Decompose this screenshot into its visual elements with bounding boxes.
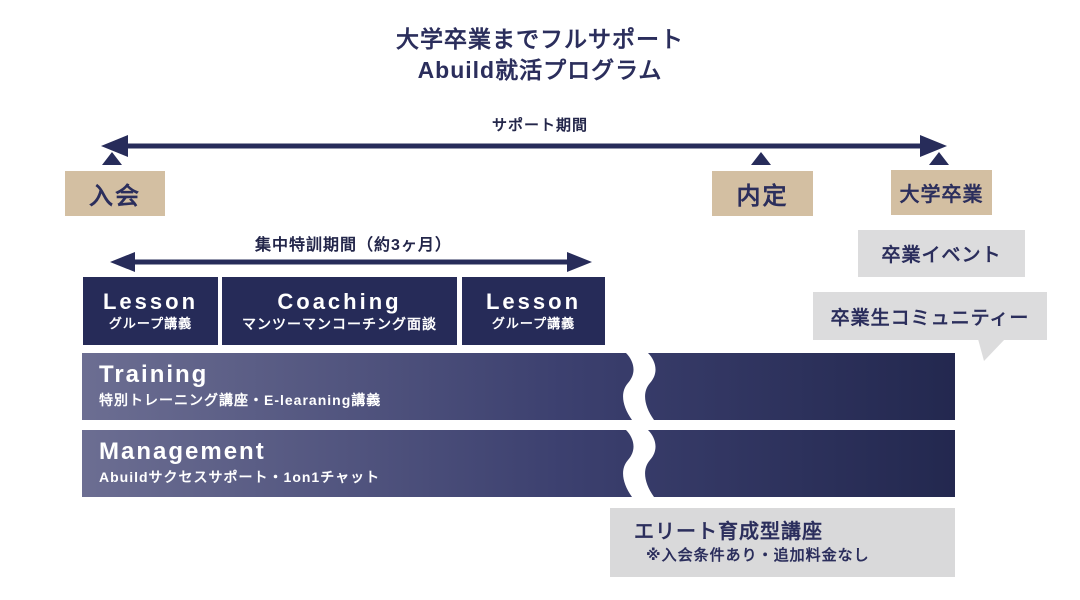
arrowhead-right-icon bbox=[567, 252, 592, 272]
training-title: Training bbox=[99, 361, 209, 388]
graduate-community-box: 卒業生コミュニティー bbox=[813, 292, 1047, 340]
elite-course-title: エリート育成型講座 bbox=[634, 521, 823, 543]
training-subtitle: 特別トレーニング講座・E-learaning講義 bbox=[99, 392, 382, 408]
phase-coaching: Coaching マンツーマンコーチング面談 bbox=[222, 277, 457, 345]
intensive-period-label: 集中特訓期間（約3ヶ月） bbox=[255, 237, 452, 254]
page-title: 大学卒業までフルサポート Abuild就活プログラム bbox=[0, 24, 1080, 86]
management-title: Management bbox=[99, 438, 266, 465]
title-line-2: Abuild就活プログラム bbox=[417, 57, 663, 83]
timeline-marker-offer-icon bbox=[751, 152, 771, 165]
graduation-event-label: 卒業イベント bbox=[881, 245, 1002, 266]
arrowhead-left-icon bbox=[101, 135, 128, 157]
milestone-join: 入会 bbox=[65, 171, 165, 216]
elite-course-box: エリート育成型講座 ※入会条件あり・追加料金なし bbox=[610, 508, 955, 577]
phase-row: Lesson グループ講義 Coaching マンツーマンコーチング面談 Les… bbox=[83, 277, 605, 345]
training-bar-text: Training 特別トレーニング講座・E-learaning講義 bbox=[99, 361, 381, 411]
support-period-arrow bbox=[101, 135, 947, 157]
management-bar-text: Management Abuildサクセスサポート・1on1チャット bbox=[99, 438, 380, 488]
phase-subtitle: グループ講義 bbox=[491, 316, 576, 331]
speech-bubble-tail-icon bbox=[978, 339, 1005, 361]
milestone-graduation: 大学卒業 bbox=[891, 170, 992, 215]
graduate-community-label: 卒業生コミュニティー bbox=[830, 307, 1030, 329]
milestone-graduation-label: 大学卒業 bbox=[899, 184, 984, 206]
title-line-1: 大学卒業までフルサポート bbox=[396, 26, 684, 52]
phase-lesson-1: Lesson グループ講義 bbox=[83, 277, 218, 345]
milestone-offer: 内定 bbox=[712, 171, 813, 216]
management-bar-shape bbox=[82, 430, 955, 497]
arrowhead-left-icon bbox=[110, 252, 135, 272]
milestone-join-label: 入会 bbox=[89, 183, 141, 210]
training-bar-shape bbox=[82, 353, 955, 420]
elite-course-note: ※入会条件あり・追加料金なし bbox=[646, 547, 870, 564]
phase-subtitle: マンツーマンコーチング面談 bbox=[242, 316, 437, 332]
milestone-offer-label: 内定 bbox=[736, 183, 789, 210]
management-bar: Management Abuildサクセスサポート・1on1チャット bbox=[82, 430, 955, 497]
phase-title: Coaching bbox=[277, 289, 402, 314]
intensive-period-arrow bbox=[110, 252, 592, 272]
timeline-marker-join-icon bbox=[102, 152, 122, 165]
phase-lesson-2: Lesson グループ講義 bbox=[462, 277, 605, 345]
support-period-label: サポート期間 bbox=[491, 117, 588, 134]
graduation-event-box: 卒業イベント bbox=[858, 230, 1025, 277]
arrowhead-right-icon bbox=[920, 135, 947, 157]
phase-subtitle: グループ講義 bbox=[108, 316, 193, 331]
phase-title: Lesson bbox=[102, 289, 199, 314]
management-subtitle: Abuildサクセスサポート・1on1チャット bbox=[99, 469, 381, 485]
training-bar: Training 特別トレーニング講座・E-learaning講義 bbox=[82, 353, 955, 420]
phase-title: Lesson bbox=[485, 289, 582, 314]
timeline-marker-graduation-icon bbox=[929, 152, 949, 165]
